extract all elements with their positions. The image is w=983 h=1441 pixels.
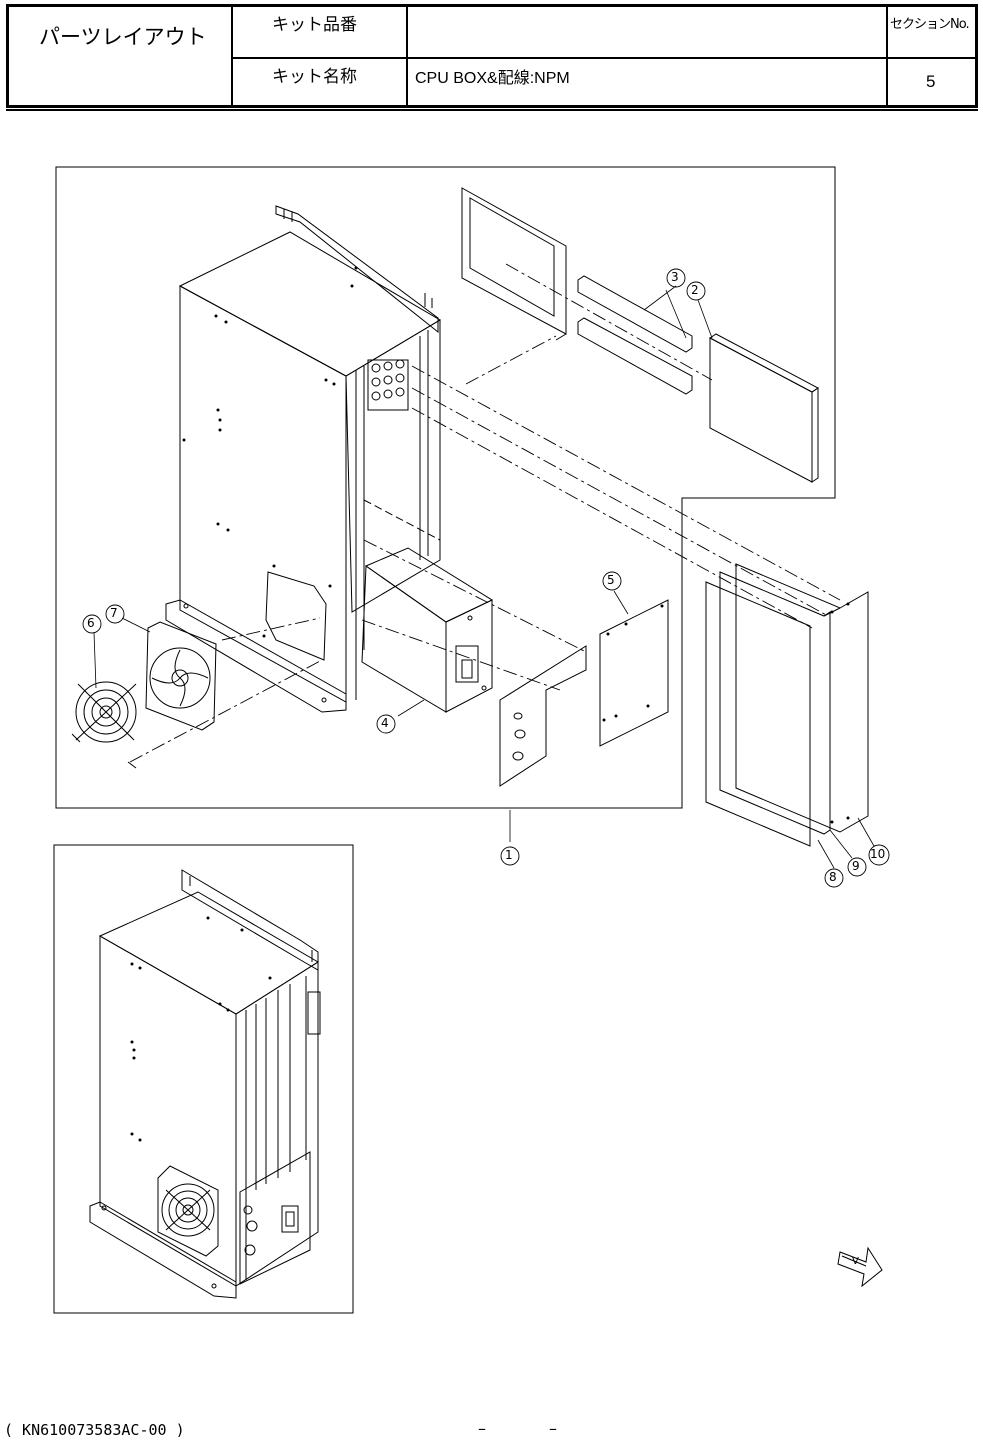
callout-2: 2 [691, 283, 699, 297]
cover-panel [600, 600, 668, 746]
callout-9: 9 [852, 859, 860, 873]
cpu-box-assembly [166, 206, 440, 712]
view-arrow-label: V [852, 1256, 859, 1267]
assembled-cpu-box [90, 870, 320, 1298]
callout-5: 5 [607, 573, 615, 587]
gasket-frame [462, 188, 566, 340]
callout-6: 6 [87, 616, 95, 630]
assembled-view-frame [54, 845, 353, 1313]
mounting-bracket [500, 646, 586, 786]
cooling-fan [146, 622, 216, 730]
page-mark-right: – [549, 1419, 557, 1438]
document-code: ( KN610073583AC-00 ) [4, 1421, 185, 1439]
callout-7: 7 [110, 606, 118, 620]
callout-8: 8 [829, 870, 837, 884]
callout-10: 10 [870, 847, 885, 861]
callout-4: 4 [381, 716, 389, 730]
callout-3: 3 [671, 270, 679, 284]
vent-grille [368, 360, 408, 410]
callout-1: 1 [505, 848, 513, 862]
fan-guard [72, 682, 136, 768]
power-supply-unit [362, 548, 492, 712]
page-mark-left: – [478, 1419, 486, 1438]
filter-panel [710, 334, 818, 482]
assembly-guide-lines [130, 264, 840, 762]
circuit-boards [706, 564, 868, 846]
view-direction-arrow [838, 1248, 882, 1286]
seal-strips [578, 276, 692, 394]
